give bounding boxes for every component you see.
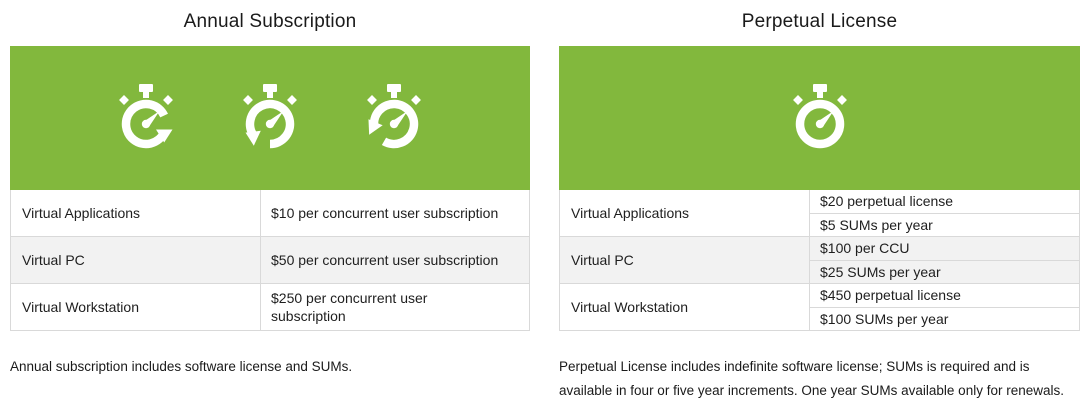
row-values: $100 per CCU $25 SUMs per year <box>809 237 1079 283</box>
table-row: Virtual PC $100 per CCU $25 SUMs per yea… <box>560 237 1079 284</box>
annual-subscription-title: Annual Subscription <box>183 11 357 32</box>
table-row: Virtual Applications $20 perpetual licen… <box>560 190 1079 237</box>
perpetual-pricing-rows: Virtual Applications $20 perpetual licen… <box>559 190 1080 331</box>
row-values: $50 per concurrent user subscription <box>260 237 529 283</box>
row-label: Virtual PC <box>571 252 634 268</box>
row-value: $10 per concurrent user subscription <box>271 204 499 221</box>
perpetual-license-title: Perpetual License <box>741 11 898 32</box>
row-value: $20 perpetual license <box>820 193 954 210</box>
row-value: $100 per CCU <box>820 240 910 257</box>
row-values: $250 per concurrent user subscription <box>260 284 529 330</box>
row-label: Virtual PC <box>22 252 85 268</box>
row-label: Virtual Applications <box>571 205 690 221</box>
table-row: Virtual Applications $10 per concurrent … <box>11 190 529 237</box>
stopwatch-clockwise-arrow-icon <box>119 84 173 149</box>
stopwatch-counterclockwise-arrow-icon <box>243 84 297 149</box>
perpetual-license-table: Perpetual License Virtual Applications <box>559 0 1080 403</box>
table-row: Virtual Workstation $250 per concurrent … <box>11 284 529 331</box>
row-value: $50 per concurrent user subscription <box>271 251 499 268</box>
table-row: Virtual PC $50 per concurrent user subsc… <box>11 237 529 284</box>
row-value: $250 per concurrent user subscription <box>271 289 428 324</box>
row-label: Virtual Workstation <box>571 299 688 315</box>
annual-pricing-rows: Virtual Applications $10 per concurrent … <box>10 190 530 331</box>
row-value: $5 SUMs per year <box>810 212 1079 237</box>
annual-footnote: Annual subscription includes software li… <box>10 359 353 374</box>
perpetual-footnote: Perpetual License includes indefinite so… <box>559 359 1064 398</box>
annual-subscription-banner <box>10 46 530 190</box>
annual-subscription-table: Annual Subscription <box>10 0 530 403</box>
row-values: $450 perpetual license $100 SUMs per yea… <box>809 284 1079 330</box>
row-values: $20 perpetual license $5 SUMs per year <box>809 190 1079 236</box>
row-label: Virtual Workstation <box>22 299 139 315</box>
table-row: Virtual Workstation $450 perpetual licen… <box>560 284 1079 331</box>
perpetual-license-banner <box>559 46 1080 190</box>
row-value: $450 perpetual license <box>820 287 961 304</box>
row-value: $100 SUMs per year <box>810 306 1079 331</box>
row-values: $10 per concurrent user subscription <box>260 190 529 236</box>
stopwatch-icon <box>792 84 847 149</box>
stopwatch-counterclockwise-arrow-alt-icon <box>367 84 421 149</box>
row-value: $25 SUMs per year <box>810 259 1079 284</box>
row-label: Virtual Applications <box>22 205 141 221</box>
